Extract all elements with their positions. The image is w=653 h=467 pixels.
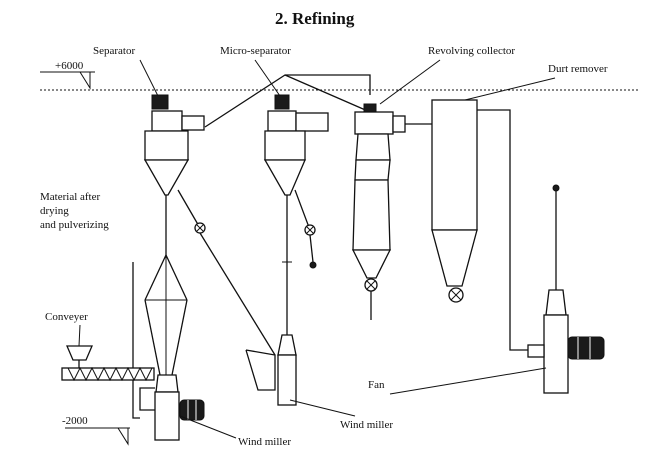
fan xyxy=(527,184,605,394)
leader-fan xyxy=(389,367,547,395)
micro-separator xyxy=(263,94,329,345)
leader-micro-separator xyxy=(254,59,281,97)
label-separator: Separator xyxy=(93,45,135,57)
wind-miller-2 xyxy=(245,334,297,406)
separator-return-duct xyxy=(199,232,276,356)
diagram-title: 2. Refining xyxy=(275,9,355,28)
label-wind-miller-2: Wind miller xyxy=(340,419,393,431)
level-line-lower xyxy=(65,427,130,446)
label-micro-separator: Micro-separator xyxy=(220,45,291,57)
left-cyclone xyxy=(144,254,188,376)
label-material-line1: Material after xyxy=(40,191,100,203)
leader-conveyer xyxy=(78,324,81,347)
conveyer xyxy=(61,345,155,382)
label-conveyer: Conveyer xyxy=(45,311,88,323)
separator xyxy=(143,94,206,255)
level-label-lower: -2000 xyxy=(62,415,88,427)
revolving-collector xyxy=(351,103,432,320)
level-line-upper xyxy=(40,71,640,91)
label-revolving-collector: Revolving collector xyxy=(428,45,515,57)
feed-pipe xyxy=(132,262,140,419)
label-fan: Fan xyxy=(368,379,385,391)
leader-revolving-collector xyxy=(379,59,441,105)
label-dust-remover: Durt remover xyxy=(548,63,608,75)
label-material-line3: and pulverizing xyxy=(40,219,109,231)
top-duct xyxy=(204,74,371,128)
leader-dust-remover xyxy=(464,77,556,101)
leader-separator xyxy=(139,59,159,97)
wind-miller-1 xyxy=(139,374,205,441)
label-wind-miller-1: Wind miller xyxy=(238,436,291,448)
label-material-line2: drying xyxy=(40,205,69,217)
dust-remover xyxy=(431,99,530,351)
leader-wind-miller-1 xyxy=(179,415,237,439)
leader-wind-miller-2 xyxy=(289,399,356,417)
level-label-upper: +6000 xyxy=(55,60,84,72)
